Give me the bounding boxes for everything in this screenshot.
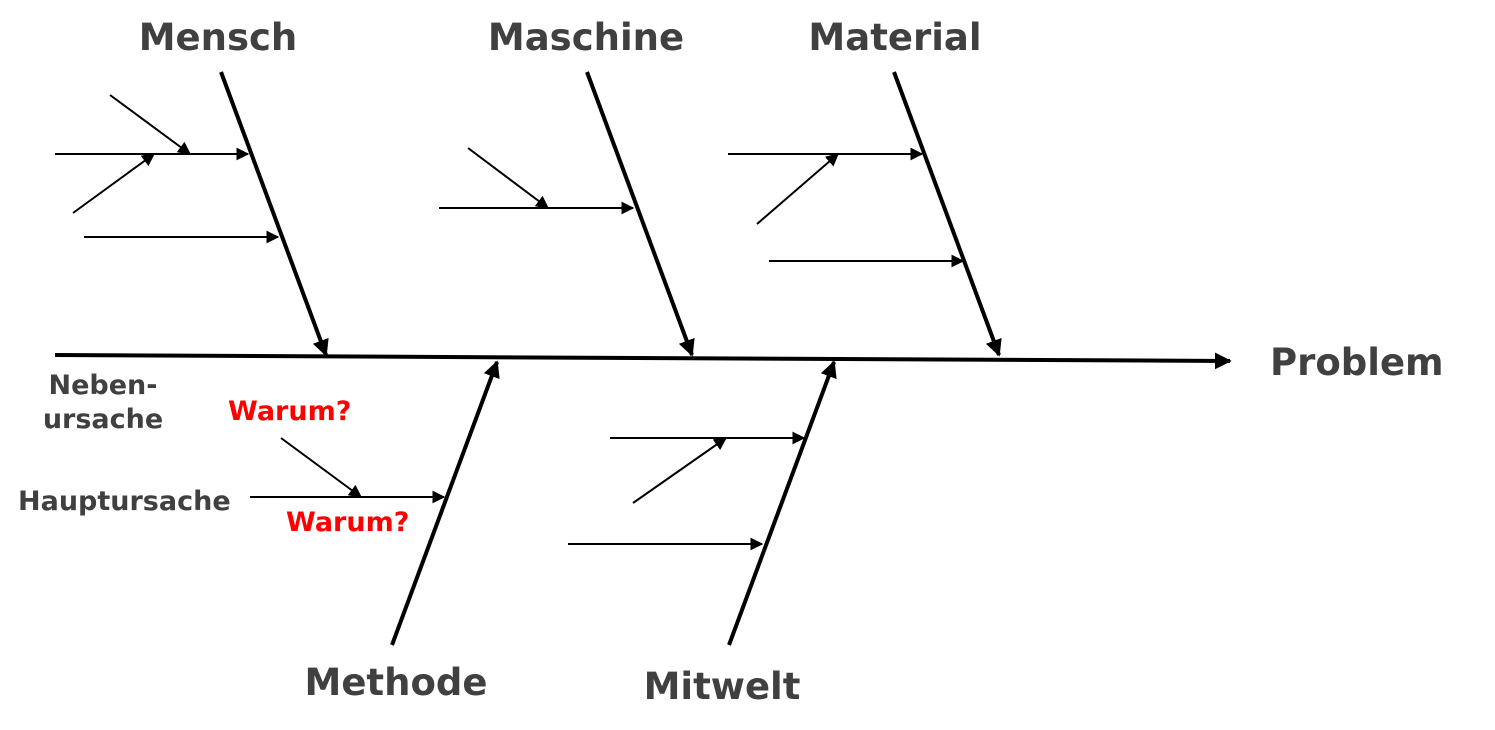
legend-hauptursache: Hauptursache [18,486,231,517]
bone-material [892,71,1002,357]
bone-maschine [585,71,695,357]
legend-nebenursache: Neben- ursache [43,369,163,437]
category-label-methode: Methode [304,661,488,704]
effect-label-problem: Problem [1270,341,1444,384]
category-label-material: Material [808,16,982,59]
legend-nebenursache-line1: Neben- [48,370,158,401]
category-label-maschine: Maschine [487,16,685,59]
sub-cause-arrow [467,147,550,209]
bone-methode [390,360,500,646]
bone-mensch [219,71,329,357]
category-label-mitwelt: Mitwelt [643,665,801,708]
sub-cause-arrow [280,437,363,498]
sub-cause-arrow [632,437,728,504]
warum-label-upper: Warum? [228,396,352,427]
spine-arrow [54,352,1232,370]
legend-nebenursache-line2: ursache [42,404,164,435]
warum-label-lower: Warum? [286,507,410,538]
category-label-mensch: Mensch [138,16,298,59]
sub-cause-arrow [756,153,839,225]
bone-mitwelt [727,360,837,646]
sub-cause-arrow [72,153,156,214]
sub-cause-arrow [109,94,192,155]
